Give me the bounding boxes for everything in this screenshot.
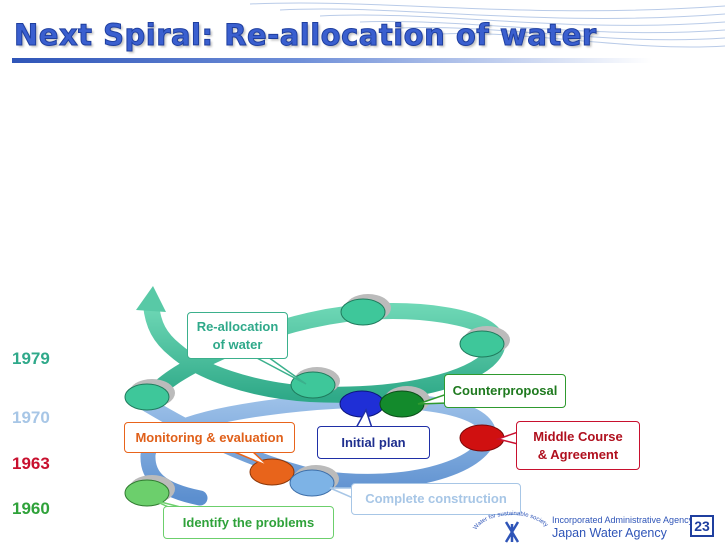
callout-identify-text: Identify the problems (182, 514, 315, 530)
node-counterproposal (379, 386, 430, 418)
agency-line2: Japan Water Agency (552, 526, 667, 540)
callout-counterproposal: Counterproposal (444, 374, 566, 408)
year-1979: 1979 (12, 349, 50, 368)
agency-line1: Incorporated Administrative Agency (552, 515, 694, 525)
node-initial-plan (339, 390, 385, 418)
node-middle-course (459, 424, 505, 452)
node-reallocation (290, 367, 340, 399)
page-number: 23 (690, 515, 714, 537)
callout-complete-construction: Complete construction (351, 483, 521, 515)
year-1960: 1960 (12, 499, 50, 518)
pointer-complete (329, 487, 354, 500)
node-top-1 (340, 294, 391, 326)
callout-initial-plan: Initial plan (317, 426, 430, 459)
page-title: Next Spiral: Re-allocation of water (14, 18, 597, 53)
callout-complete-text: Complete construction (365, 491, 507, 506)
callout-middle-course-line2: & Agreement (537, 446, 619, 462)
year-1963: 1963 (12, 454, 50, 473)
callout-counterproposal-text: Counterproposal (452, 383, 558, 398)
callout-reallocation: Re-allocation of water (187, 312, 288, 359)
node-monitoring (249, 458, 295, 486)
jwa-logo: Water for sustainable society (473, 511, 549, 543)
callout-reallocation-line1: Re-allocation (196, 318, 279, 334)
callout-initial-plan-text: Initial plan (341, 434, 406, 450)
agency-name: Incorporated Administrative Agency Japan… (552, 514, 693, 540)
callout-middle-course: Middle Course & Agreement (516, 421, 640, 470)
title-underline (12, 58, 652, 63)
node-top-2 (459, 326, 510, 358)
callout-identify-problems: Identify the problems (163, 506, 334, 539)
callout-monitoring-text: Monitoring & evaluation (135, 429, 284, 445)
spiral-arrow-head (136, 286, 166, 312)
header-wave-decoration (249, 2, 725, 48)
callout-reallocation-line2: of water (212, 336, 263, 352)
node-complete-construction (289, 465, 339, 497)
node-identify (124, 475, 175, 507)
callout-middle-course-line1: Middle Course (533, 428, 623, 444)
year-1970: 1970 (12, 408, 50, 427)
node-left-upper (124, 379, 175, 411)
callout-monitoring: Monitoring & evaluation (124, 422, 295, 453)
